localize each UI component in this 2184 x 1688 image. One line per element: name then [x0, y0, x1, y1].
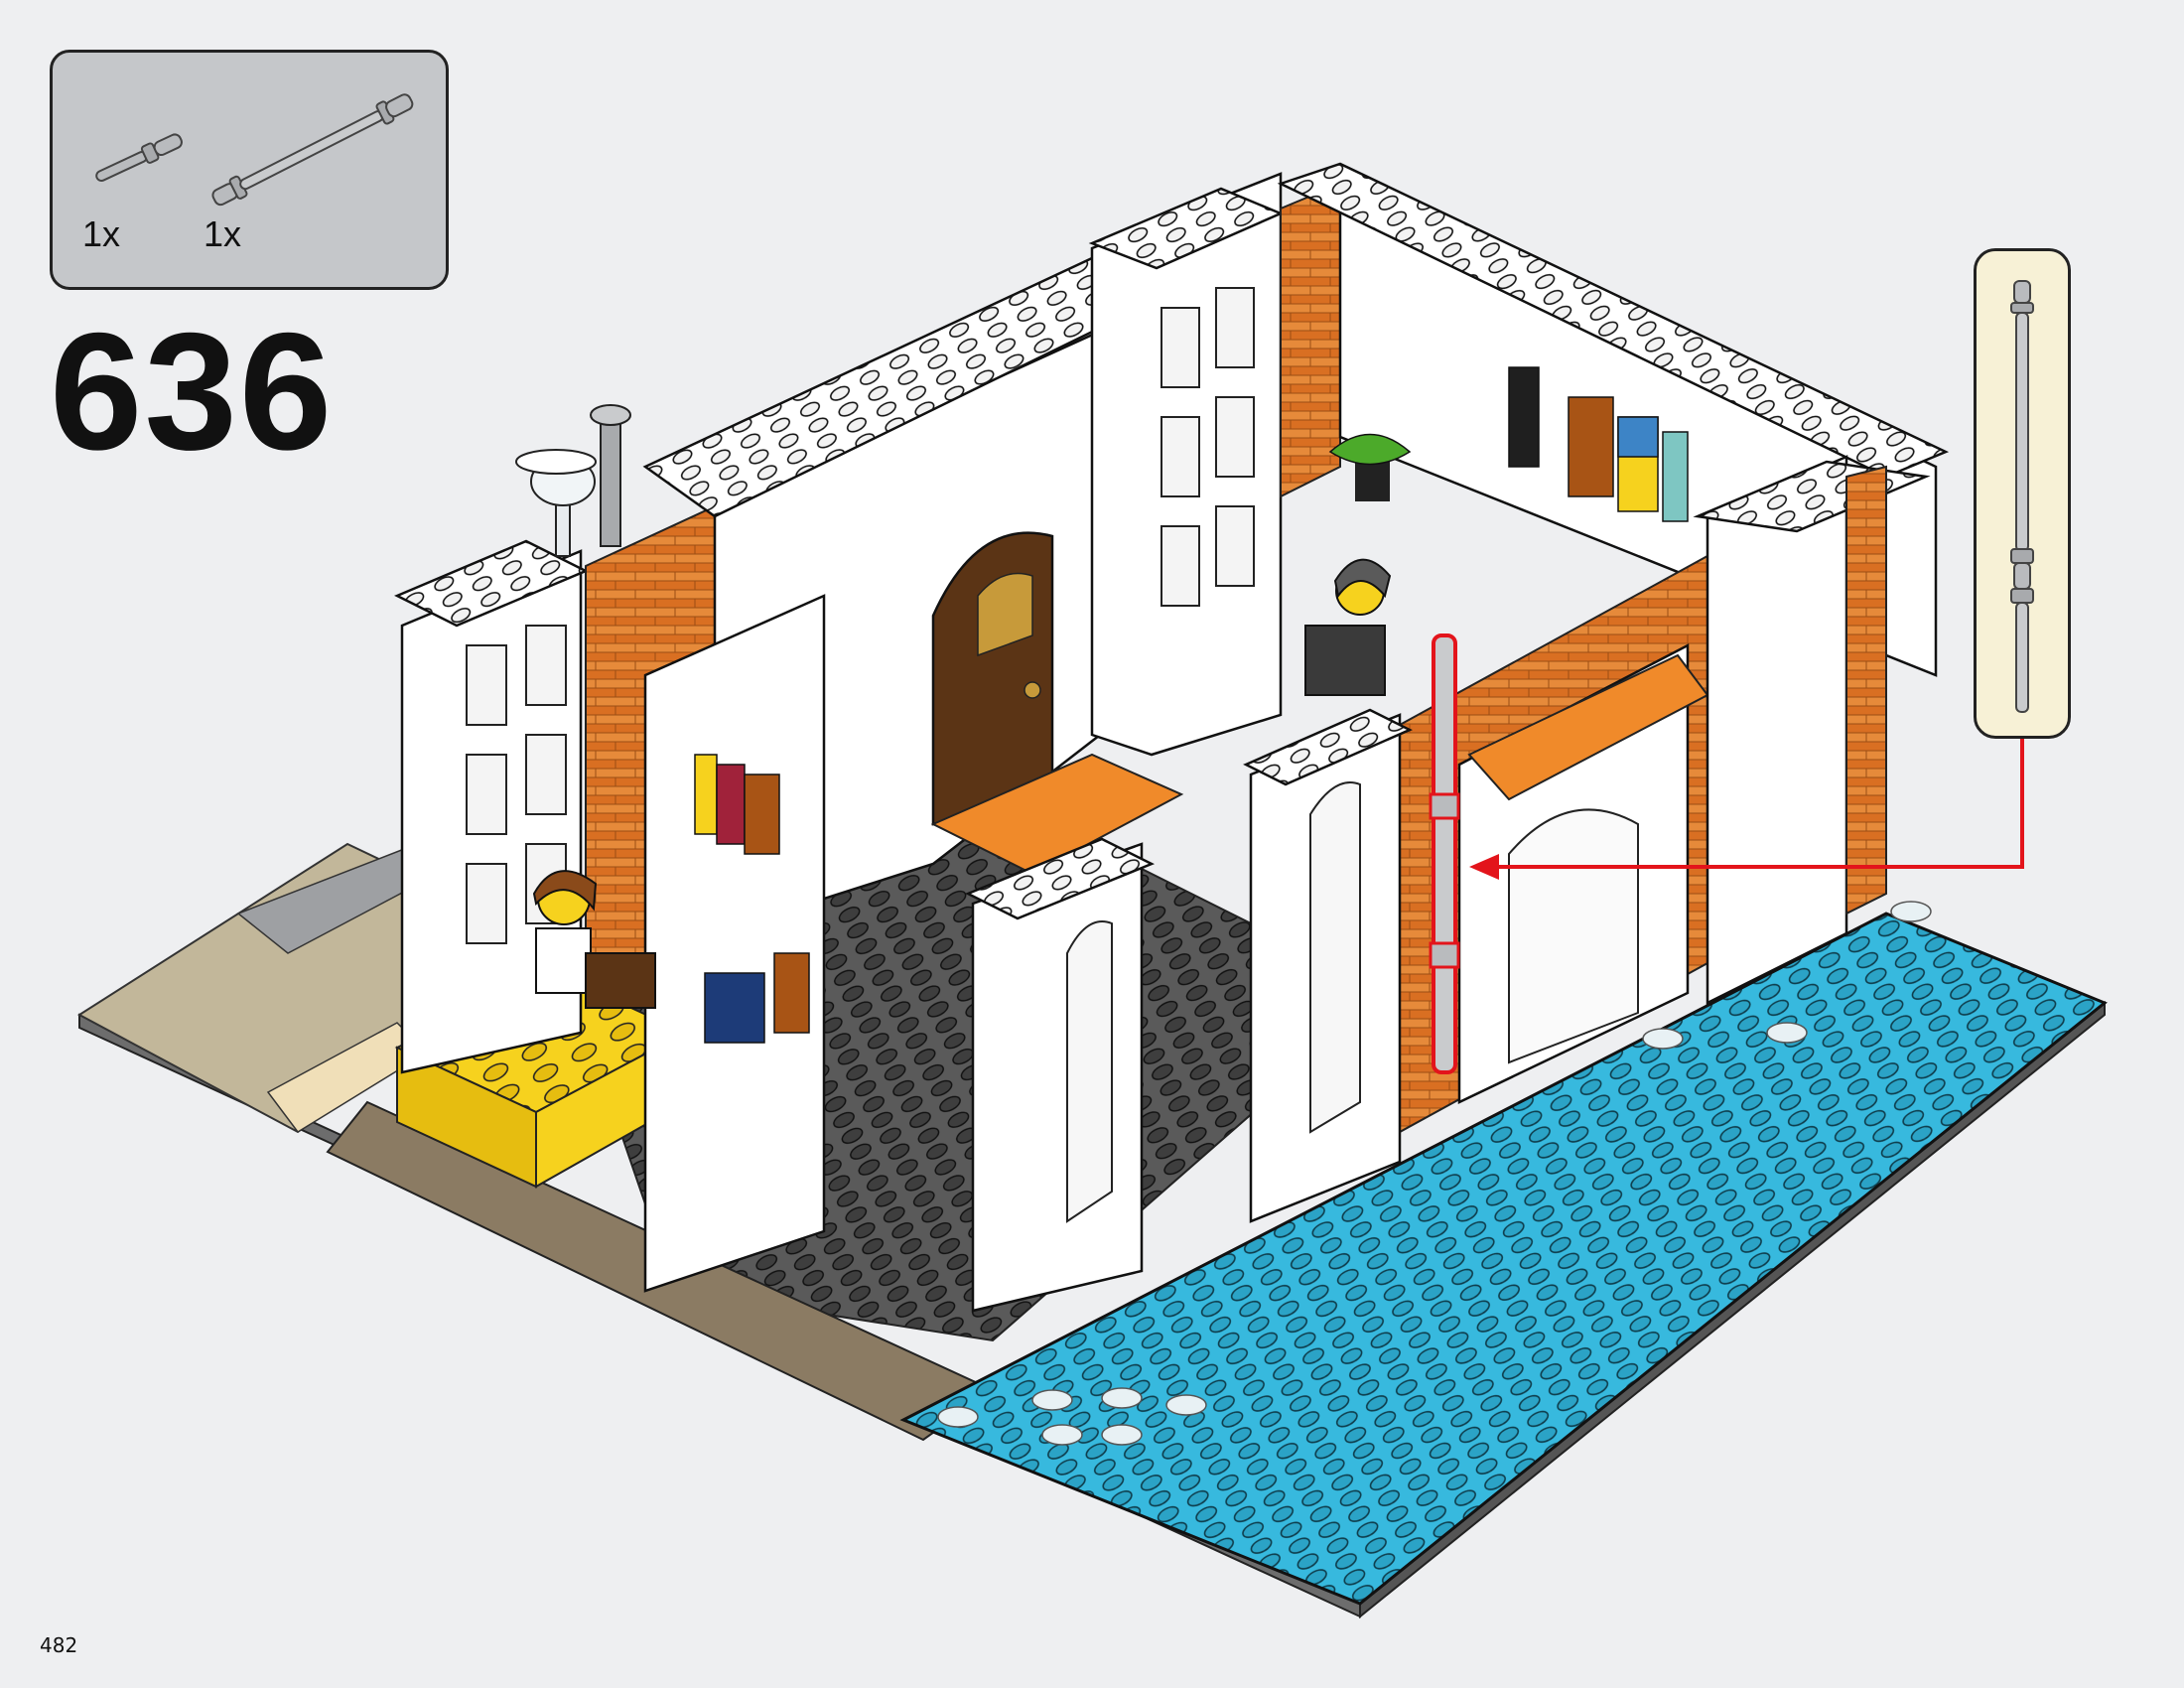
blue-baseplate	[899, 912, 2108, 1606]
front-right-arches-top	[1243, 708, 1413, 786]
front-arch-window	[1066, 920, 1113, 1223]
back-orange-pillar	[1280, 182, 1341, 498]
parts-list-box: 1x 1x	[50, 50, 449, 290]
assembled-bar-icon	[2010, 280, 2034, 713]
highlighted-new-bar	[1429, 633, 1460, 1074]
front-left-arches-top	[964, 837, 1156, 920]
orange-steps	[930, 753, 1184, 876]
page-number: 482	[40, 1633, 78, 1657]
front-right-arch-window	[1309, 781, 1361, 1134]
shelf-books-left	[694, 754, 810, 1044]
bookshelf-books	[1508, 366, 1689, 522]
right-arch-opening	[1508, 808, 1639, 1064]
far-right-tower	[1706, 455, 1848, 1006]
axle-pin-part-icon	[95, 133, 183, 183]
back-wall-top	[1277, 162, 1950, 479]
chimney	[590, 404, 631, 547]
part-quantity-2: 1x	[204, 213, 242, 254]
step-number: 636	[50, 298, 335, 485]
seated-minifigure	[532, 870, 656, 1009]
arched-door	[931, 531, 1054, 826]
callout-arrowhead	[1469, 854, 1499, 880]
left-tower-windows	[466, 625, 567, 944]
potted-plant	[1328, 433, 1412, 501]
callout-pointer-line	[1494, 739, 2024, 869]
street-lamp	[515, 449, 597, 557]
upper-tower-windows	[1160, 287, 1255, 607]
far-right-brick	[1845, 465, 1887, 915]
standing-minifigure	[1304, 558, 1392, 696]
part-quantity-1: 1x	[82, 213, 121, 254]
long-bar-part-icon	[211, 93, 414, 207]
trans-clear-round-tiles	[937, 901, 1932, 1446]
left-shelf-unit	[643, 594, 826, 1293]
sub-assembly-callout	[1974, 248, 2071, 739]
front-left-arches	[971, 842, 1144, 1313]
